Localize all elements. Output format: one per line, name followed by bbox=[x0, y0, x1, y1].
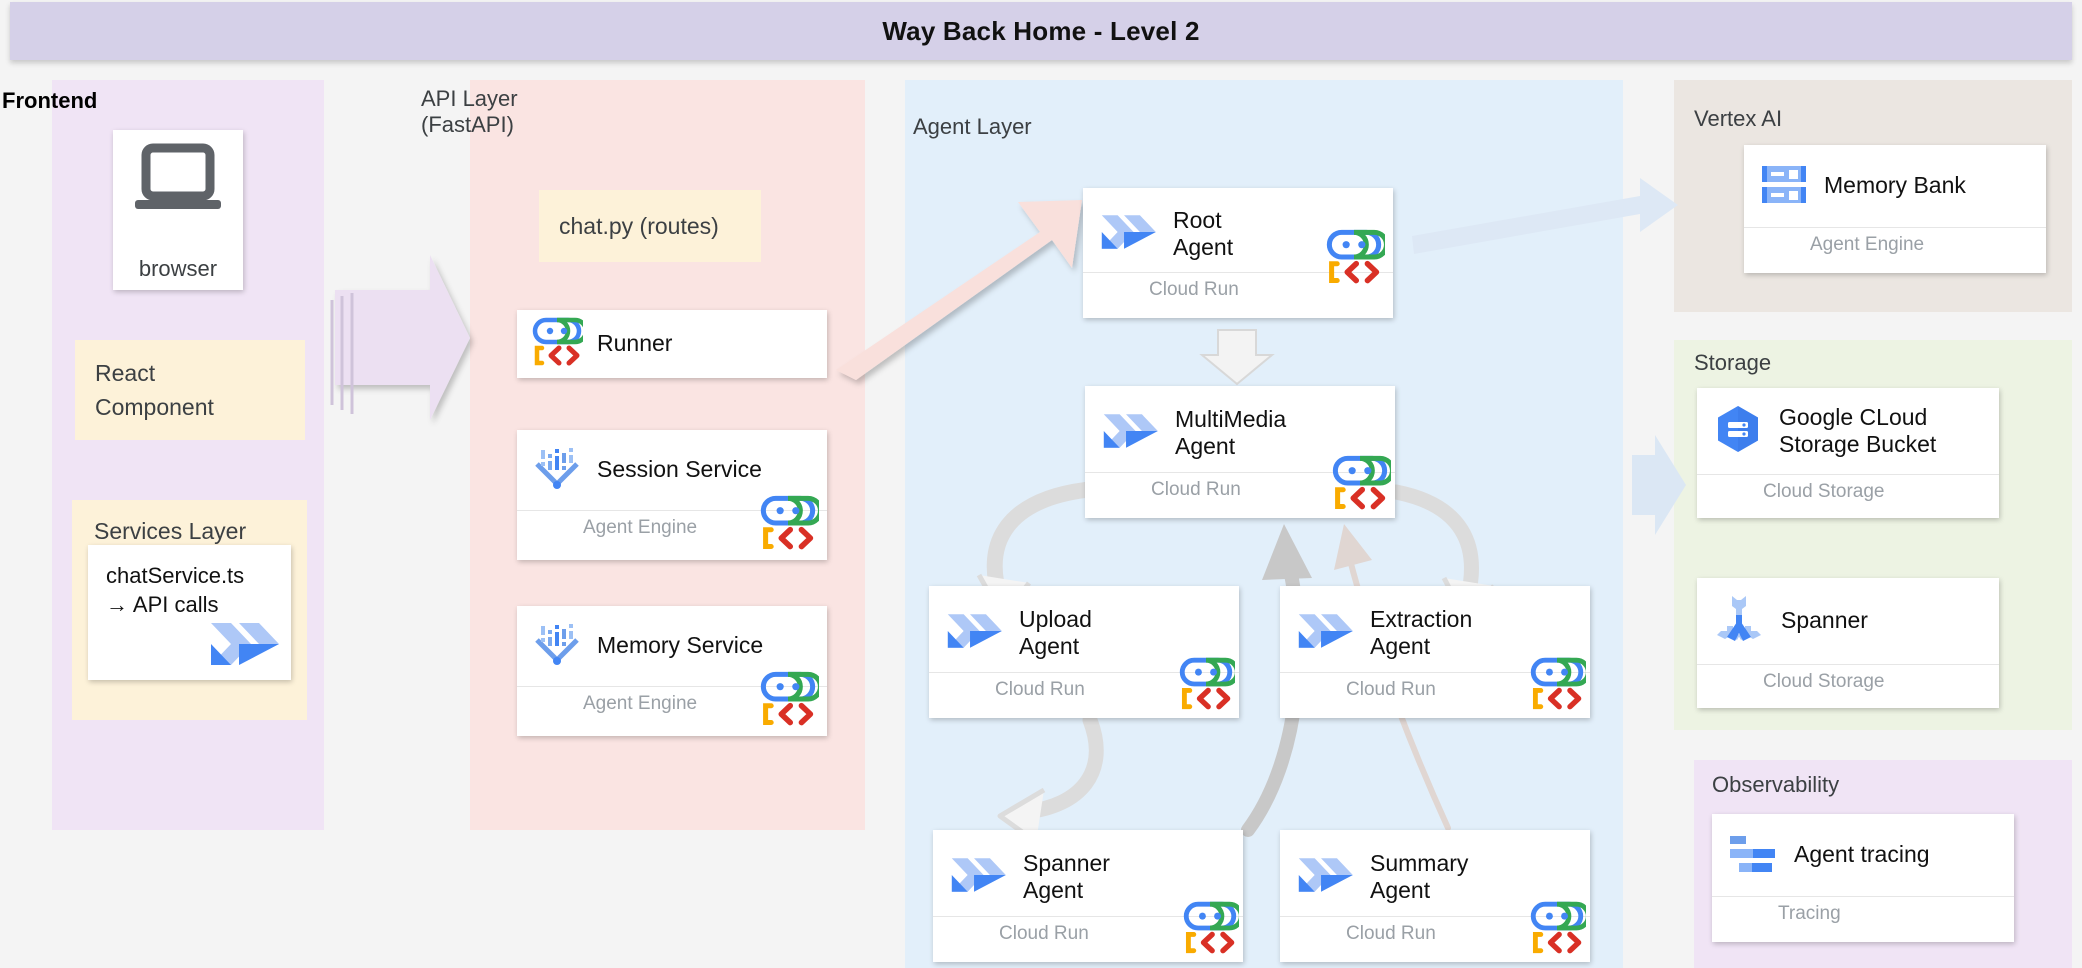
multimedia-agent-sub: Cloud Run bbox=[1085, 472, 1395, 509]
react-component-tile: React Component bbox=[75, 340, 305, 440]
adk-agent-icon bbox=[757, 671, 823, 732]
adk-agent-icon bbox=[1528, 901, 1591, 960]
adk-chevron-icon bbox=[1097, 207, 1159, 262]
title-bar: Way Back Home - Level 2 bbox=[10, 2, 2072, 60]
agent-engine-icon bbox=[531, 618, 583, 675]
runner-card[interactable]: Runner bbox=[517, 310, 827, 378]
cloud-storage-bucket-sub: Cloud Storage bbox=[1697, 474, 1999, 511]
memory-service-sub: Agent Engine bbox=[517, 686, 827, 723]
adk-agent-icon bbox=[757, 495, 823, 556]
agent-engine-icon bbox=[531, 442, 583, 499]
group-frontend-label: Frontend bbox=[2, 88, 98, 113]
arrow-frontend-to-api bbox=[335, 255, 470, 420]
cloud-storage-bucket-card[interactable]: Google CLoud Storage Bucket Cloud Storag… bbox=[1697, 388, 1999, 518]
laptop-icon bbox=[135, 143, 221, 209]
adk-agent-icon bbox=[1181, 901, 1244, 960]
group-storage-label: Storage bbox=[1694, 350, 1772, 375]
browser-card[interactable]: browser bbox=[113, 130, 243, 290]
spanner-card[interactable]: Spanner Cloud Storage bbox=[1697, 578, 1999, 708]
session-service-card[interactable]: Session Service Agent Engine bbox=[517, 430, 827, 560]
chat-service-label: chatService.ts → API calls bbox=[106, 563, 245, 618]
group-api-layer-label: API Layer (FastAPI) bbox=[421, 86, 518, 137]
chat-service-card[interactable]: chatService.ts → API calls bbox=[88, 545, 291, 680]
memory-service-card[interactable]: Memory Service Agent Engine bbox=[517, 606, 827, 736]
agent-tracing-card[interactable]: Agent tracing Tracing bbox=[1712, 814, 2014, 942]
agent-tracing-title: Agent tracing bbox=[1794, 841, 1930, 868]
spanner-sub: Cloud Storage bbox=[1697, 664, 1999, 701]
summary-agent-sub: Cloud Run bbox=[1280, 916, 1590, 953]
spanner-title: Spanner bbox=[1781, 607, 1868, 634]
adk-agent-icon bbox=[1528, 657, 1591, 716]
adk-chevron-icon bbox=[1294, 606, 1356, 661]
extraction-agent-card[interactable]: Extraction Agent Cloud Run bbox=[1280, 586, 1591, 718]
multimedia-agent-card[interactable]: MultiMedia Agent Cloud Run bbox=[1085, 386, 1395, 518]
extraction-agent-title: Extraction Agent bbox=[1370, 605, 1473, 659]
services-layer-label: Services Layer bbox=[94, 518, 247, 544]
multimedia-agent-title: MultiMedia Agent bbox=[1175, 405, 1287, 459]
spanner-icon bbox=[1711, 593, 1767, 650]
group-observability-label: Observability bbox=[1712, 772, 1840, 797]
spanner-agent-card[interactable]: Spanner Agent Cloud Run bbox=[933, 830, 1244, 962]
memory-service-title: Memory Service bbox=[597, 632, 764, 659]
summary-agent-card[interactable]: Summary Agent Cloud Run bbox=[1280, 830, 1591, 962]
root-agent-sub: Cloud Run bbox=[1083, 272, 1393, 309]
upload-agent-card[interactable]: Upload Agent Cloud Run bbox=[929, 586, 1240, 718]
adk-chevron-icon bbox=[943, 606, 1005, 661]
cloud-storage-bucket-title: Google CLoud Storage Bucket bbox=[1779, 403, 1937, 457]
memory-bank-sub: Agent Engine bbox=[1744, 227, 2046, 264]
memory-bank-title: Memory Bank bbox=[1824, 172, 1966, 199]
trace-bars-icon bbox=[1726, 830, 1780, 881]
group-vertex-ai-label: Vertex AI bbox=[1694, 106, 1783, 131]
runner-title: Runner bbox=[597, 330, 673, 357]
root-agent-card[interactable]: Root Agent Cloud Run bbox=[1083, 188, 1393, 318]
adk-agent-icon bbox=[531, 317, 589, 372]
page-title: Way Back Home - Level 2 bbox=[882, 15, 1200, 46]
root-agent-title: Root Agent bbox=[1173, 206, 1234, 260]
adk-agent-icon bbox=[1329, 455, 1395, 516]
adk-chevron-icon bbox=[1294, 850, 1356, 905]
browser-label: browser bbox=[138, 256, 218, 281]
adk-chevron-icon bbox=[205, 617, 283, 676]
cloud-storage-icon bbox=[1711, 403, 1765, 460]
upload-agent-title: Upload Agent bbox=[1019, 605, 1092, 659]
memory-bank-icon bbox=[1758, 160, 1810, 213]
agent-tracing-sub: Tracing bbox=[1712, 896, 2014, 933]
adk-agent-icon bbox=[1177, 657, 1240, 716]
chat-py-label: chat.py (routes) bbox=[559, 212, 719, 239]
spanner-agent-title: Spanner Agent bbox=[1023, 849, 1110, 903]
arrow-tail-lines bbox=[330, 293, 354, 414]
session-service-title: Session Service bbox=[597, 456, 762, 483]
session-service-sub: Agent Engine bbox=[517, 510, 827, 547]
group-agent-layer-label: Agent Layer bbox=[913, 114, 1032, 139]
adk-agent-icon bbox=[1323, 229, 1389, 290]
spanner-agent-sub: Cloud Run bbox=[933, 916, 1243, 953]
adk-chevron-icon bbox=[947, 850, 1009, 905]
extraction-agent-sub: Cloud Run bbox=[1280, 672, 1590, 709]
adk-chevron-icon bbox=[1099, 406, 1161, 461]
summary-agent-title: Summary Agent bbox=[1370, 849, 1469, 903]
react-component-label: React Component bbox=[95, 359, 214, 421]
upload-agent-sub: Cloud Run bbox=[929, 672, 1239, 709]
memory-bank-card[interactable]: Memory Bank Agent Engine bbox=[1744, 145, 2046, 273]
chat-py-tile: chat.py (routes) bbox=[539, 190, 761, 262]
